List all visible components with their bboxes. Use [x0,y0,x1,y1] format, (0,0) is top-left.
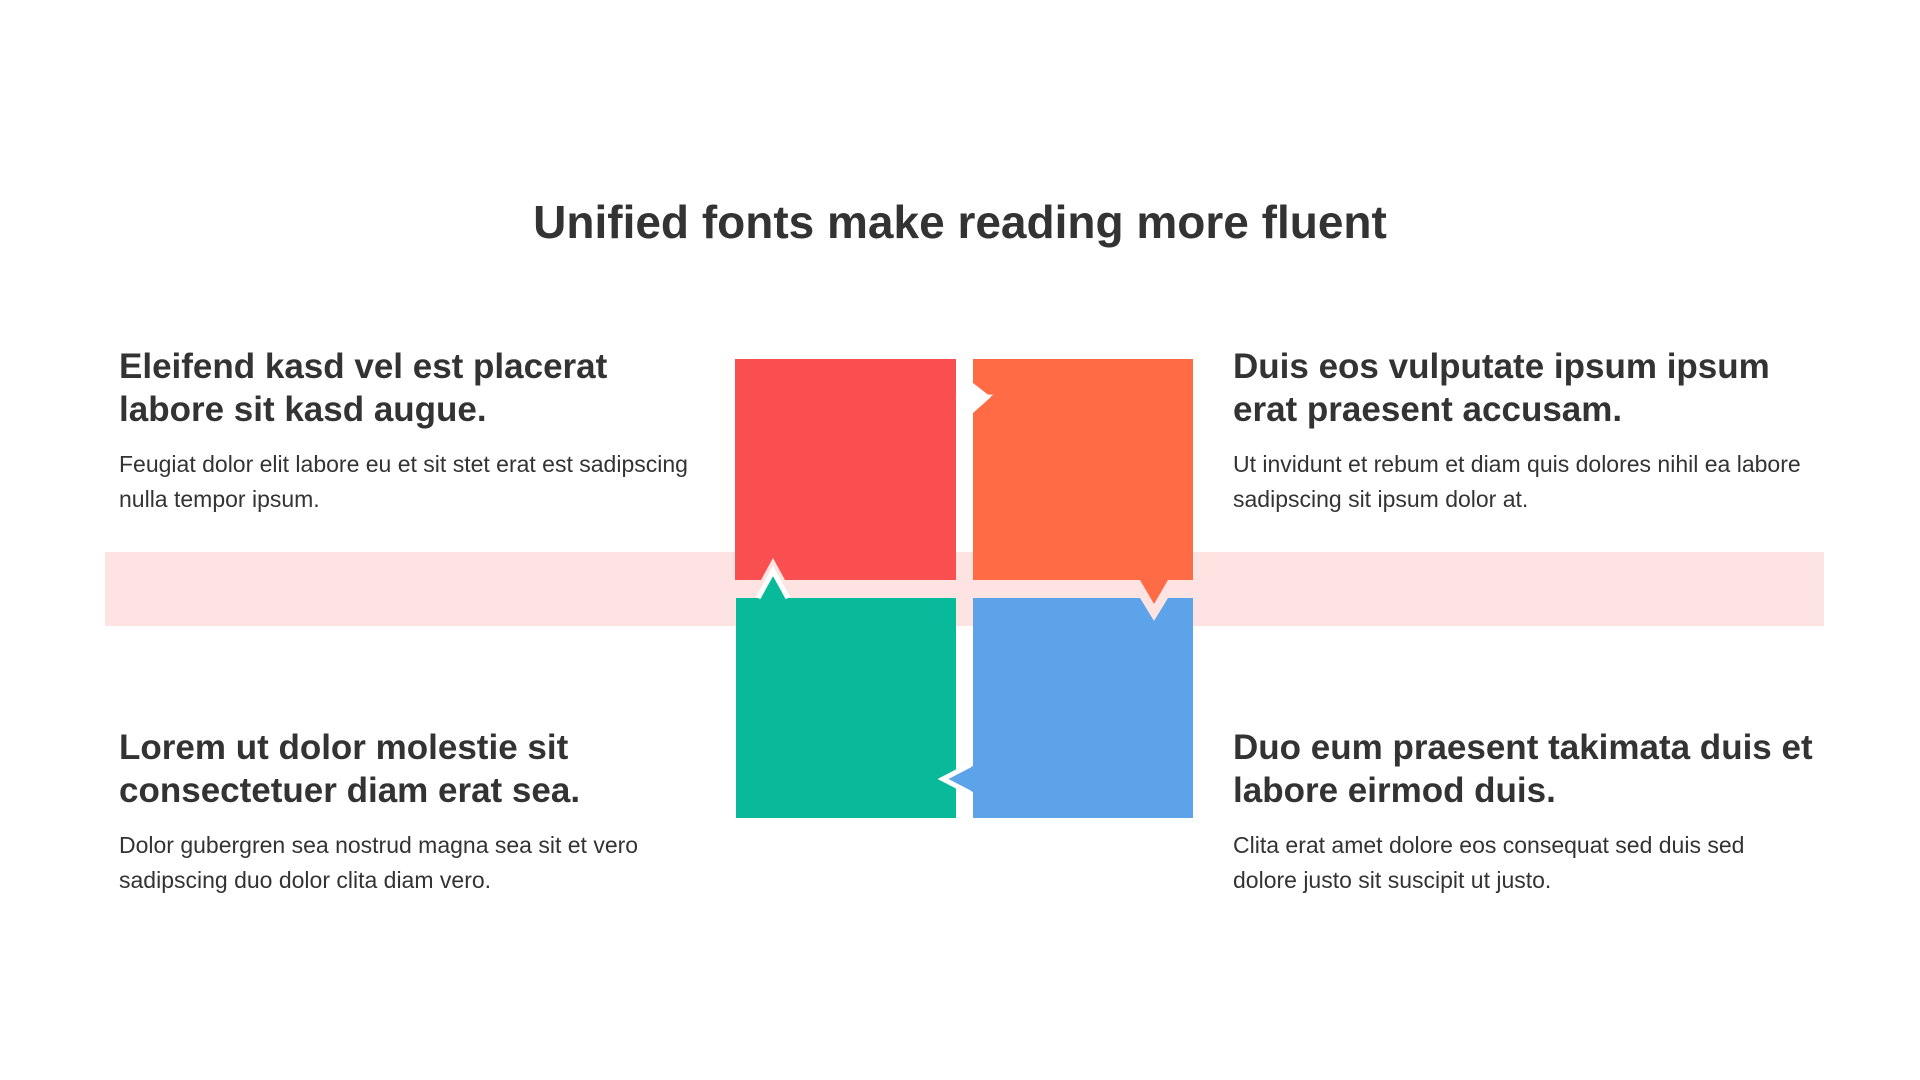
block-heading: Duis eos vulputate ipsum ipsum erat prae… [1233,347,1770,429]
block-heading: Duo eum praesent takimata duis et labore… [1233,728,1813,810]
puzzle-tab-outline [755,565,791,600]
text-block-top-right: Duis eos vulputate ipsum ipsum erat prae… [1233,345,1813,517]
puzzle-piece-orange [973,359,1193,604]
block-body: Feugiat dolor elit labore eu et sit stet… [119,451,688,512]
puzzle-piece-blue [941,598,1193,818]
puzzle-notch-outline-2 [937,762,972,796]
puzzle-piece-green [736,575,956,818]
block-heading: Lorem ut dolor molestie sit consectetuer… [119,728,581,810]
block-body: Dolor gubergren sea nostrud magna sea si… [119,832,639,893]
block-body: Clita erat amet dolore eos consequat sed… [1233,832,1745,893]
text-block-bottom-left: Lorem ut dolor molestie sit consectetuer… [119,726,699,898]
puzzle-notch-outline [955,393,994,416]
highlight-band [105,552,1824,626]
puzzle-piece-red [735,359,956,580]
block-body: Ut invidunt et rebum et diam quis dolore… [1233,451,1801,512]
text-block-bottom-right: Duo eum praesent takimata duis et labore… [1233,726,1813,898]
text-block-top-left: Eleifend kasd vel est placerat labore si… [119,345,699,517]
block-heading: Eleifend kasd vel est placerat labore si… [119,347,608,429]
page-title: Unified fonts make reading more fluent [533,196,1387,248]
